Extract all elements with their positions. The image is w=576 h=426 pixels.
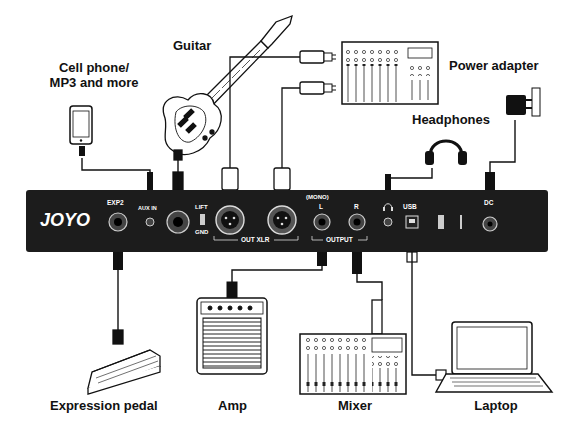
device-caption-box: Guitar	[150, 18, 290, 160]
device-caption: Cell phone/ MP3 and more	[44, 60, 144, 90]
device-caption-box: Amp	[195, 282, 270, 416]
power-adapter-icon	[485, 88, 540, 190]
panel-label: OUTPUT	[326, 236, 353, 243]
cable	[82, 158, 150, 190]
device-panel: JOYO	[26, 190, 548, 252]
cable	[117, 252, 118, 330]
device-caption: Power adapter	[449, 58, 539, 73]
panel-label: EXP2	[107, 199, 124, 206]
cable	[232, 252, 322, 282]
panel-label: GND	[195, 229, 208, 236]
expression-pedal-drawing	[88, 330, 160, 394]
device-caption: Laptop	[474, 398, 517, 413]
cable	[177, 160, 178, 190]
device-caption-box: Power adapter	[447, 58, 572, 120]
headphones-icon	[385, 141, 467, 190]
device-caption: Headphones	[412, 112, 490, 127]
mixer-drawing-top	[222, 42, 438, 190]
device-panel	[26, 190, 548, 252]
guitar-drawing	[163, 16, 292, 190]
panel-label: OUT XLR	[241, 236, 270, 243]
panel-label: USB	[403, 203, 417, 210]
panel-label: R	[354, 203, 359, 210]
device-caption-box: Laptop	[436, 315, 556, 416]
cable	[412, 252, 436, 375]
cable	[357, 252, 382, 300]
device-caption-box: Expression pedal	[48, 330, 172, 416]
laptop-drawing	[436, 322, 552, 392]
brand-logo: JOYO	[40, 210, 90, 231]
device-caption: Amp	[218, 398, 247, 413]
device-caption: Guitar	[173, 38, 211, 53]
amp-drawing	[197, 282, 267, 374]
mixer-drawing	[300, 300, 406, 394]
device-caption-box: Cell phone/ MP3 and more	[44, 60, 144, 158]
cable	[490, 120, 515, 190]
panel-label: (MONO)	[306, 194, 329, 201]
panel-label: L	[319, 203, 323, 210]
panel-label: DC	[484, 199, 493, 206]
phone-icon	[70, 106, 153, 190]
device-caption-box: Mixer	[300, 300, 410, 416]
device-caption: Expression pedal	[50, 398, 158, 413]
panel-label: LIFT	[195, 204, 208, 211]
device-caption: Mixer	[338, 398, 372, 413]
cable	[388, 168, 432, 190]
panel-label: AUX IN	[138, 205, 157, 212]
device-caption-box: Headphones	[410, 112, 505, 168]
